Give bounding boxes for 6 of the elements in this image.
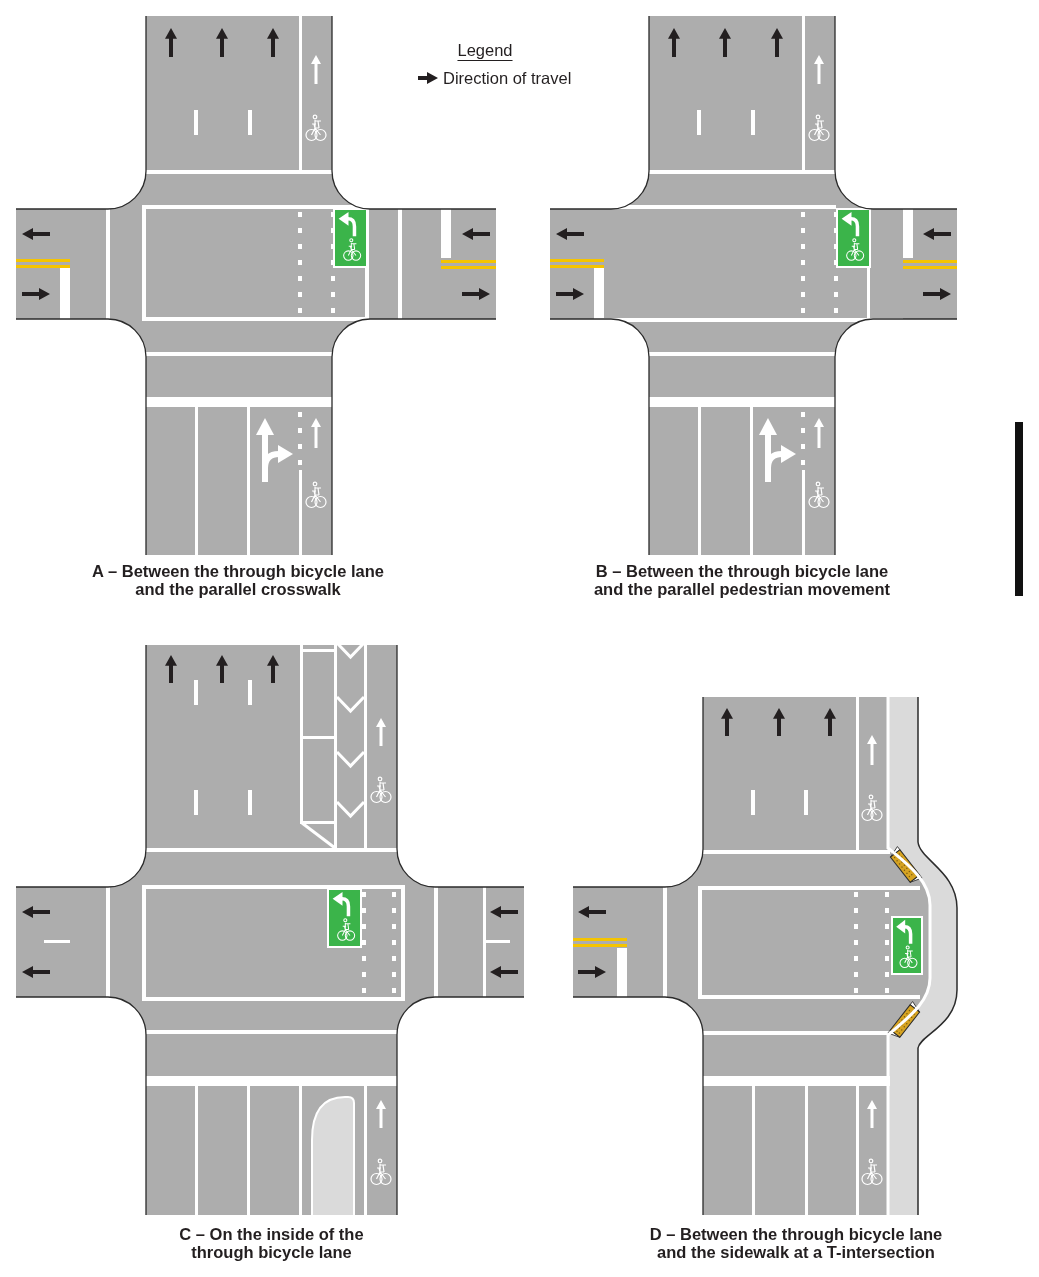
panel-caption: B – Between the through bicycle lane and the parallel pedestrian movement: [593, 562, 891, 598]
legend-title: Legend: [457, 41, 513, 59]
panel-caption: C – On the inside of the through bicycle lane: [179, 1225, 364, 1261]
panel-caption: A – Between the through bicycle lane and the parallel crosswalk: [92, 562, 384, 598]
legend-label: Direction of travel: [443, 69, 572, 87]
panel-caption: D – Between the through bicycle lane and the sidewalk at a T-intersection: [649, 1225, 943, 1261]
